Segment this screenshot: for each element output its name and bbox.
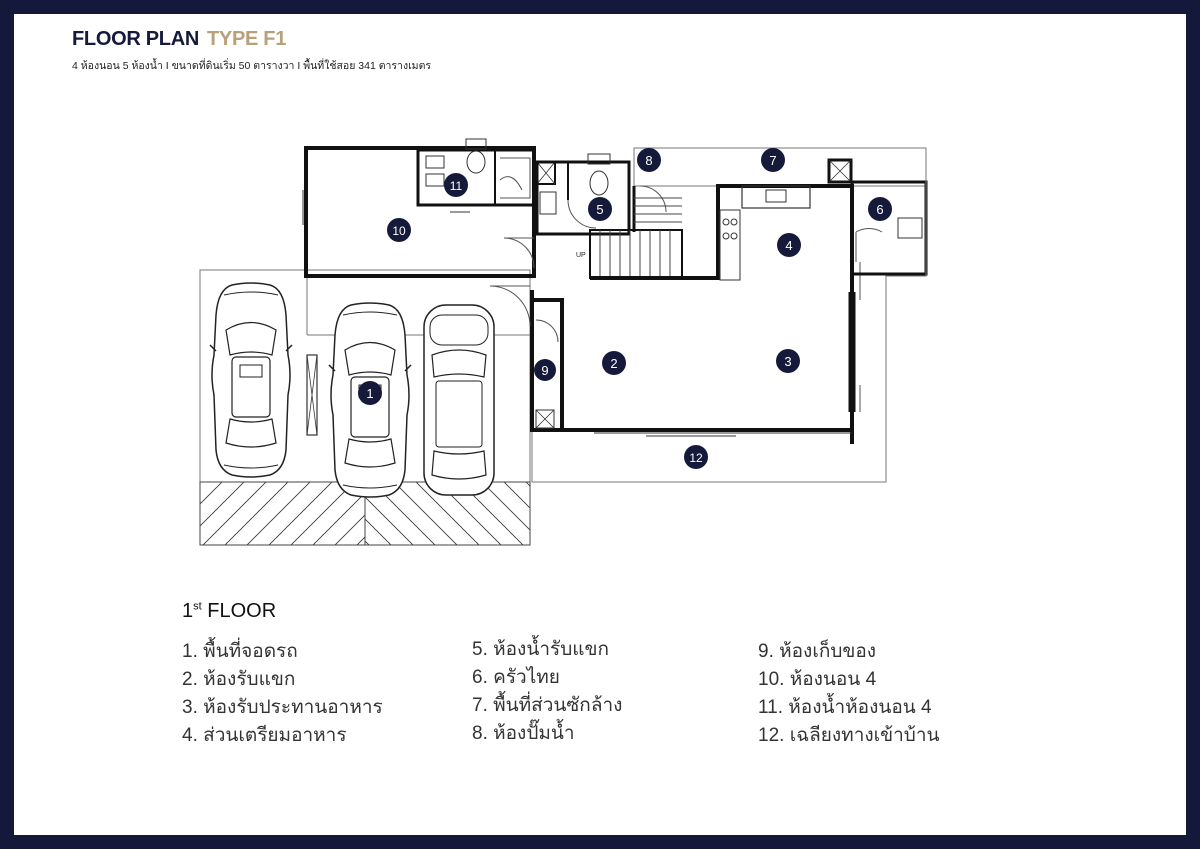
car-1 bbox=[209, 282, 293, 478]
svg-text:10: 10 bbox=[392, 224, 406, 238]
svg-text:2: 2 bbox=[610, 356, 617, 371]
legend-column-2: 5. ห้องน้ำรับแขก 6. ครัวไทย 7. พื้นที่ส่… bbox=[472, 636, 622, 748]
plan-sheet bbox=[14, 14, 1186, 835]
floor-word: FLOOR bbox=[207, 600, 277, 622]
legend-item: 8. ห้องปั๊มน้ำ bbox=[472, 723, 575, 744]
legend-item: 12. เฉลียงทางเข้าบ้าน bbox=[758, 725, 940, 746]
legend-item: 11. ห้องน้ำห้องนอน 4 bbox=[758, 697, 932, 718]
legend-item: 9. ห้องเก็บของ bbox=[758, 641, 877, 662]
marker-4: 4 bbox=[777, 233, 801, 257]
legend-item: 2. ห้องรับแขก bbox=[182, 669, 296, 690]
legend-column-1: 1. พื้นที่จอดรถ 2. ห้องรับแขก 3. ห้องรับ… bbox=[182, 638, 383, 750]
floor-heading: 1st FLOOR bbox=[182, 600, 276, 623]
svg-text:4: 4 bbox=[785, 238, 792, 253]
stair-label: UP bbox=[576, 252, 586, 259]
svg-text:5: 5 bbox=[596, 202, 603, 217]
legend-item: 4. ส่วนเตรียมอาหาร bbox=[182, 725, 347, 746]
legend-column-3: 9. ห้องเก็บของ 10. ห้องนอน 4 11. ห้องน้ำ… bbox=[758, 638, 940, 750]
marker-10: 10 bbox=[387, 218, 411, 242]
marker-8: 8 bbox=[637, 148, 661, 172]
marker-3: 3 bbox=[776, 349, 800, 373]
marker-5: 5 bbox=[588, 197, 612, 221]
marker-2: 2 bbox=[602, 351, 626, 375]
marker-11: 11 bbox=[444, 173, 468, 197]
page-subtitle: 4 ห้องนอน 5 ห้องน้ำ I ขนาดที่ดินเริ่ม 50… bbox=[72, 60, 432, 72]
svg-text:7: 7 bbox=[769, 153, 776, 168]
svg-text:11: 11 bbox=[450, 179, 463, 193]
legend-item: 5. ห้องน้ำรับแขก bbox=[472, 639, 609, 660]
floor-number: 1 bbox=[182, 600, 194, 622]
svg-text:6: 6 bbox=[876, 202, 883, 217]
legend-item: 7. พื้นที่ส่วนซักล้าง bbox=[472, 695, 623, 716]
marker-9: 9 bbox=[534, 359, 556, 381]
title-text: FLOOR PLAN bbox=[72, 28, 199, 50]
marker-1: 1 bbox=[358, 381, 382, 405]
svg-text:1: 1 bbox=[366, 386, 373, 401]
page-title: FLOOR PLAN TYPE F1 bbox=[72, 28, 286, 51]
svg-text:9: 9 bbox=[541, 363, 548, 378]
legend-item: 3. ห้องรับประทานอาหาร bbox=[182, 697, 383, 718]
svg-text:3: 3 bbox=[784, 354, 791, 369]
type-label: TYPE F1 bbox=[207, 28, 287, 50]
marker-12: 12 bbox=[684, 445, 708, 469]
marker-7: 7 bbox=[761, 148, 785, 172]
legend-item: 6. ครัวไทย bbox=[472, 667, 560, 688]
legend-item: 1. พื้นที่จอดรถ bbox=[182, 641, 298, 662]
marker-6: 6 bbox=[868, 197, 892, 221]
svg-text:8: 8 bbox=[645, 153, 652, 168]
car-3 bbox=[423, 304, 495, 496]
legend-item: 10. ห้องนอน 4 bbox=[758, 669, 877, 690]
svg-text:12: 12 bbox=[689, 451, 703, 465]
floor-suffix: st bbox=[193, 600, 202, 613]
